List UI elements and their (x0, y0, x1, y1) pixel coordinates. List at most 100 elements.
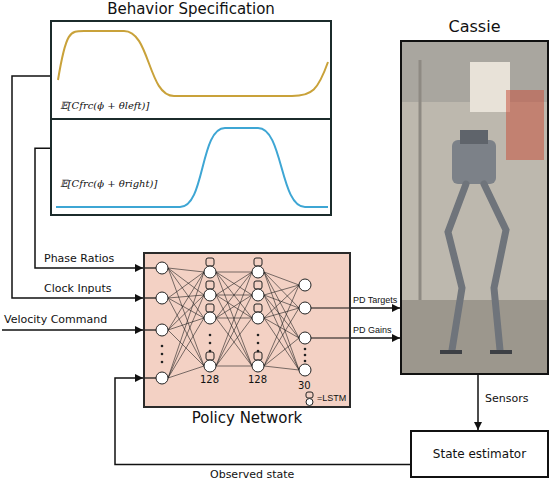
network-graph-line (168, 268, 204, 318)
box-label: State estimator (433, 447, 526, 461)
edge-label: Observed state (210, 468, 294, 481)
network-graph-rect (206, 352, 214, 360)
network-graph-line (168, 272, 204, 378)
network-graph-circle (257, 334, 260, 337)
network-graph-rect (206, 304, 214, 312)
edge-label: Clock Inputs (44, 282, 112, 295)
network-graph-line (264, 285, 299, 318)
network-graph-circle (299, 332, 311, 344)
layer-size: 128 (248, 374, 267, 385)
network-graph-line (145, 377, 156, 378)
robot-photo-rect (460, 130, 488, 144)
network-graph-circle (304, 360, 307, 363)
edge-label: Sensors (485, 392, 528, 405)
network-graph-line (168, 366, 204, 378)
robot-photo-rect (506, 90, 544, 160)
robot-photo-path (490, 350, 512, 354)
robot-photo-box: Cassie (400, 40, 549, 375)
robot-photo-rect (402, 300, 547, 373)
robot-photo-path (484, 184, 506, 350)
curve-label: 𝔼[Cfrc(ϕ + θleft)] (60, 100, 149, 111)
robot-photo-rect (402, 42, 547, 373)
network-graph-circle (156, 324, 168, 336)
network-graph-rect (254, 352, 262, 360)
layer-size: 30 (298, 380, 311, 391)
network-graph-line (264, 272, 299, 338)
network-graph-rect (254, 304, 262, 312)
network-graph-circle (161, 361, 164, 364)
network-graph-line (216, 272, 252, 273)
network-graph-line (264, 338, 299, 366)
network-graph-line (145, 297, 156, 298)
robot-photo (402, 42, 547, 373)
right-foot-curve (56, 128, 328, 207)
layer-size: 128 (200, 374, 219, 385)
signal-arrow (115, 378, 410, 465)
network-graph-circle (156, 262, 168, 274)
network-graph-circle (306, 399, 313, 406)
network-graph-line (168, 318, 204, 378)
network-graph-line (311, 308, 349, 309)
network-graph-line (168, 272, 204, 330)
network-graph-rect (306, 392, 313, 398)
network-graph-line (216, 295, 252, 366)
network-graph-circle (252, 312, 264, 324)
network-graph-circle (204, 312, 216, 324)
network-graph-line (168, 268, 204, 272)
network-graph-line (264, 272, 299, 370)
network-graph-line (216, 318, 252, 366)
network-graph-line (216, 295, 252, 318)
network-graph-circle (161, 345, 164, 348)
network-graph-circle (209, 342, 212, 345)
network-graph-circle (156, 372, 168, 384)
network-graph-circle (252, 266, 264, 278)
robot-photo-rect (470, 62, 510, 112)
velocity-arrow (2, 329, 143, 331)
network-graph-circle (257, 342, 260, 345)
network-graph-circle (252, 360, 264, 372)
network-graph-line (216, 272, 252, 366)
network-graph-line (264, 295, 299, 370)
network-graph-circle (304, 348, 307, 351)
network-graph-circle (209, 350, 212, 353)
network-graph-circle (161, 353, 164, 356)
robot-photo-path (440, 350, 462, 354)
network-graph (145, 258, 349, 406)
network-graph-circle (252, 289, 264, 301)
network-graph-line (264, 285, 299, 366)
network-graph-line (264, 272, 299, 285)
right-force-panel: 𝔼[Cfrc(ϕ + θright)] (52, 120, 330, 214)
behavior-spec-box: Behavior Specification𝔼[Cfrc(ϕ + θleft)]… (50, 20, 332, 216)
network-graph-line (216, 272, 252, 295)
legend-text: =LSTM (317, 393, 346, 403)
policy-fill (143, 252, 351, 408)
input-label: Velocity Command (4, 313, 107, 326)
network-graph-circle (257, 350, 260, 353)
state-estimator-box: State estimator (410, 430, 549, 478)
left-foot-curve (58, 31, 328, 96)
network-graph-rect (206, 258, 214, 266)
network-graph-line (168, 268, 204, 295)
network-graph-circle (204, 266, 216, 278)
network-graph-line (168, 272, 204, 298)
curve-label: 𝔼[Cfrc(ϕ + θright)] (60, 178, 157, 189)
left-force-panel: 𝔼[Cfrc(ϕ + θleft)] (52, 22, 330, 120)
network-graph-circle (299, 302, 311, 314)
robot-photo-rect (452, 140, 496, 184)
edge-label: PD Gains (353, 325, 392, 335)
edge-label: PD Targets (353, 295, 397, 305)
network-graph-line (168, 318, 204, 330)
network-graph-line (216, 366, 252, 367)
network-graph-rect (254, 258, 262, 266)
box-heading: Cassie (402, 17, 547, 36)
box-heading: Behavior Specification (52, 0, 330, 18)
network-graph-circle (299, 364, 311, 376)
network-graph-line (216, 318, 252, 366)
network-graph-circle (299, 279, 311, 291)
network-graph-line (264, 318, 299, 338)
robot-photo-path (448, 184, 466, 350)
network-graph-circle (156, 292, 168, 304)
network-graph-line (168, 295, 204, 378)
